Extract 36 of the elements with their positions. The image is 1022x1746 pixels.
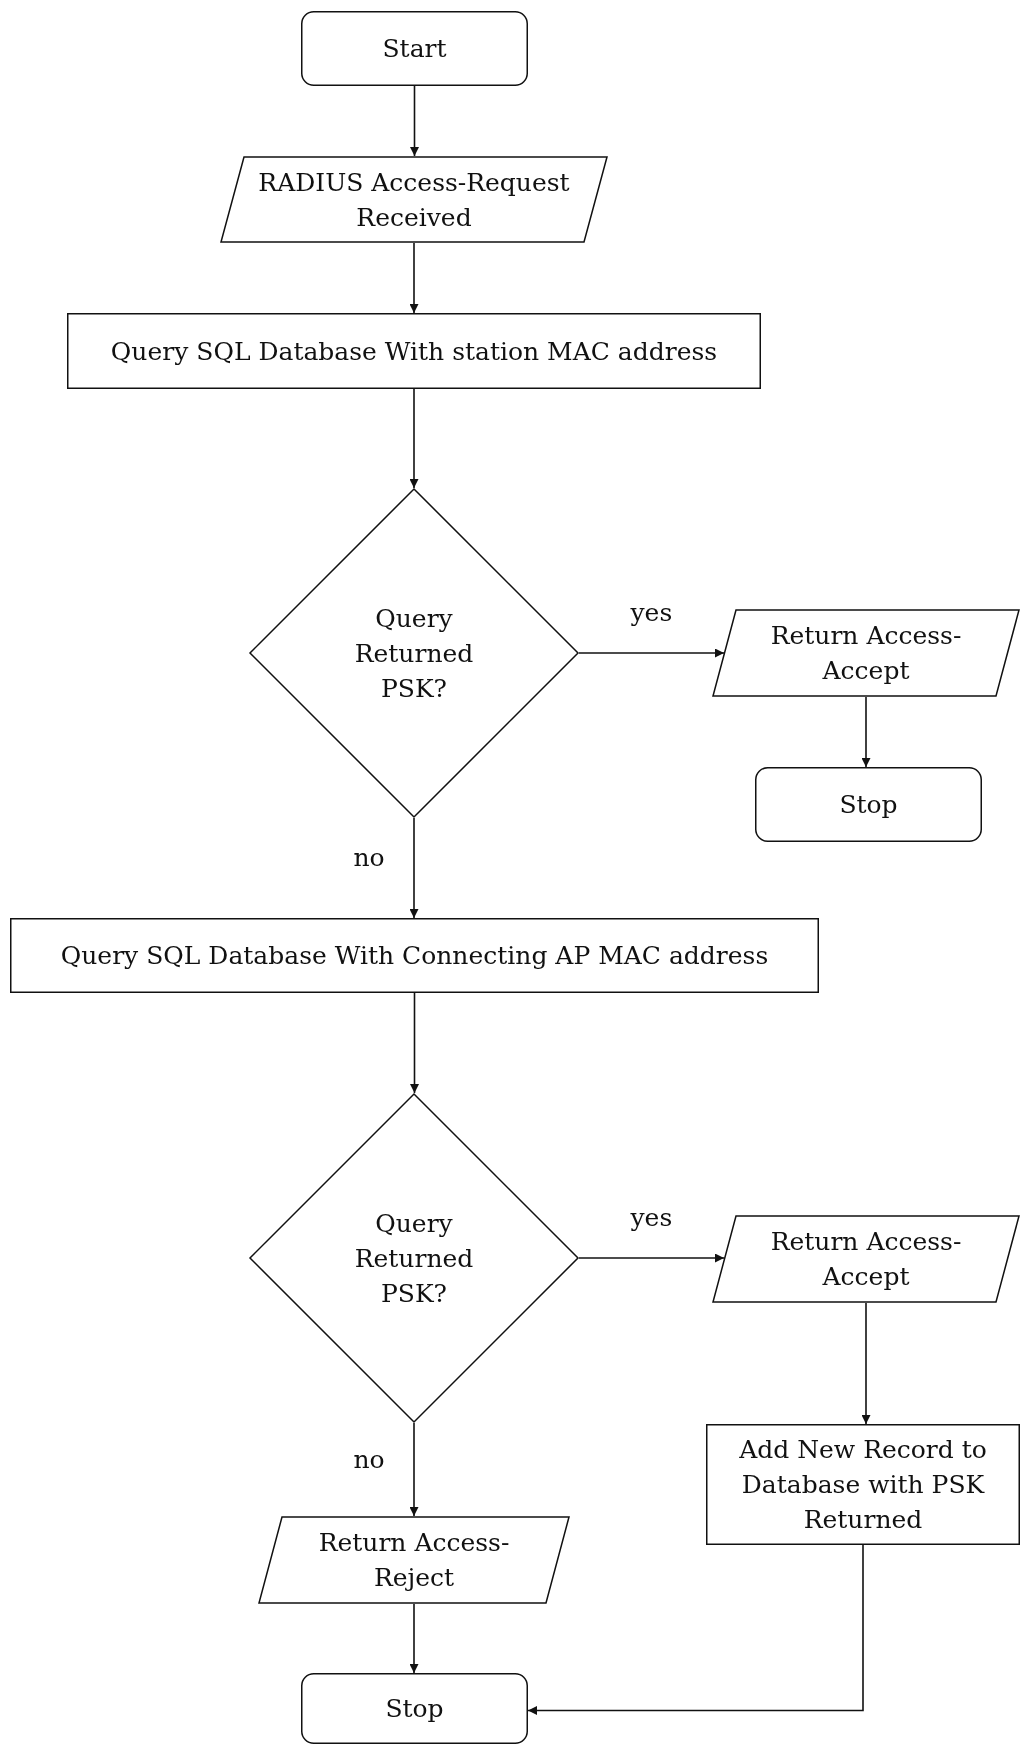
node-label: Return Access-Accept	[769, 620, 963, 687]
node-label: Add New Record to Database with PSK Returned	[738, 1434, 988, 1536]
input-output-parallelogram	[220, 156, 608, 243]
terminal-box	[301, 11, 528, 86]
arrow	[410, 992, 419, 1094]
arrow	[409, 1603, 419, 1674]
node-label: RADIUS Access-Request Received	[257, 166, 571, 234]
node-label: Query Returned PSK?	[353, 602, 475, 705]
node-label: Return Access-Reject	[317, 1527, 511, 1594]
process-box	[10, 918, 819, 993]
process-box	[67, 313, 761, 389]
node-label: Query SQL Database With Connecting AP MAC address	[59, 940, 770, 972]
node-label: Query Returned PSK?	[353, 1207, 475, 1310]
arrow	[409, 1422, 419, 1517]
input-output-parallelogram	[712, 1215, 1020, 1303]
arrow	[861, 696, 871, 768]
terminal-box	[301, 1673, 528, 1744]
decision-diamond	[249, 488, 579, 818]
node-label: Start	[381, 33, 448, 65]
arrow	[861, 1302, 871, 1425]
arrow	[527, 1544, 864, 1715]
arrow	[409, 242, 419, 314]
input-output-parallelogram	[712, 609, 1020, 697]
decision-diamond	[249, 1093, 579, 1423]
arrow	[578, 1253, 725, 1263]
terminal-box	[755, 767, 982, 842]
arrow	[578, 648, 725, 658]
node-label: Stop	[384, 1693, 445, 1725]
node-label: Query SQL Database With station MAC address	[109, 335, 719, 368]
input-output-parallelogram	[258, 1516, 570, 1604]
node-label: Stop	[838, 789, 899, 821]
process-box	[706, 1424, 1020, 1545]
arrow	[409, 388, 419, 489]
arrow	[409, 817, 419, 919]
arrow	[410, 85, 419, 157]
node-label: Return Access-Accept	[769, 1226, 963, 1293]
